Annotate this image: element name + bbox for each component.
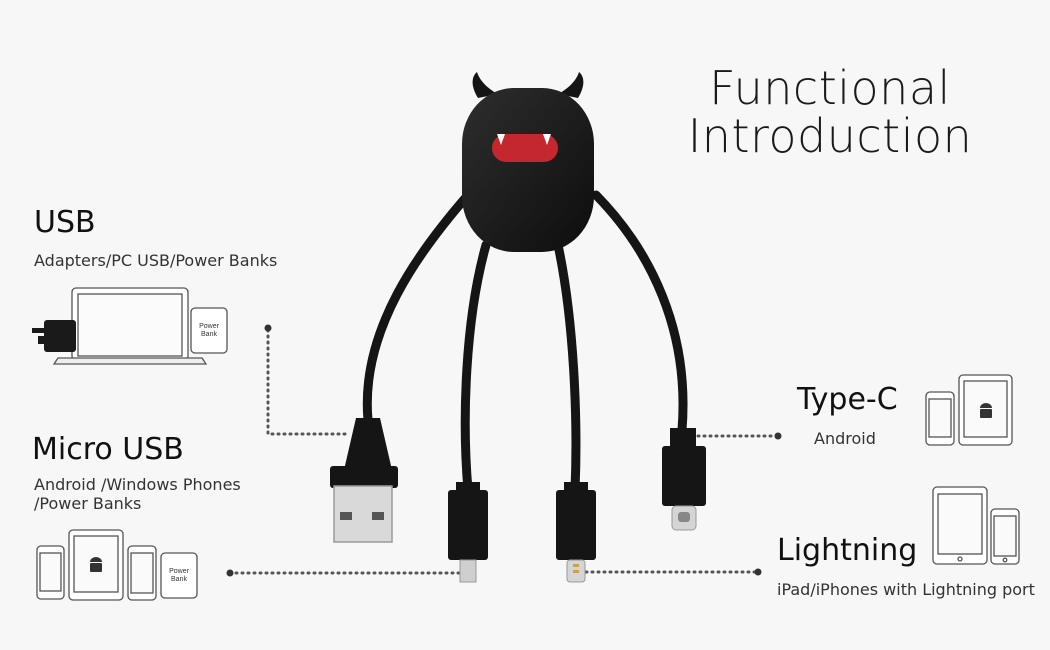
micro-usb-cable (460, 240, 491, 495)
usb-cable (362, 190, 473, 425)
wall-adapter-icon (32, 320, 76, 352)
phone-icon (127, 545, 157, 601)
lightning-description: iPad/iPhones with Lightning port (777, 580, 1035, 599)
usb-connector-dot (264, 324, 272, 332)
usb-heading: USB (34, 205, 96, 240)
micro-usb-heading: Micro USB (32, 432, 184, 467)
phone-icon (36, 545, 65, 600)
micro-usb-description-line-1: Android /Windows Phones (34, 475, 241, 494)
type-c-description: Android (814, 429, 876, 448)
cables (362, 190, 688, 495)
power-bank-label-usb-1: Power (199, 323, 219, 330)
usb-plug-icon (330, 418, 398, 543)
lightning-plug-icon (556, 482, 596, 583)
lightning-connector-dot (754, 568, 762, 576)
power-bank-icon (160, 552, 198, 599)
laptop-icon (52, 287, 208, 365)
android-icon (980, 403, 992, 418)
power-bank-label-usb-2: Bank (201, 331, 217, 338)
devil-mascot-icon (462, 72, 594, 252)
power-bank-label-usb: Power Bank (191, 323, 227, 339)
usb-connector-line (266, 328, 350, 436)
type-c-plug-icon (662, 428, 706, 531)
lightning-cable (553, 240, 581, 495)
type-c-heading: Type-C (797, 382, 898, 417)
power-bank-label-micro-usb-1: Power (169, 568, 189, 575)
micro-usb-plug-icon (448, 482, 488, 583)
usb-description: Adapters/PC USB/Power Banks (34, 251, 278, 270)
android-icon (90, 557, 102, 572)
micro-usb-connector-dot (226, 569, 234, 577)
type-c-cable (591, 190, 688, 435)
mascot-mouth (492, 134, 558, 162)
type-c-connector-dot (774, 432, 782, 440)
lightning-heading: Lightning (777, 533, 918, 568)
power-bank-label-micro-usb-2: Bank (171, 576, 187, 583)
page-title: Functional Introduction (680, 64, 980, 160)
phone-icon (925, 391, 955, 446)
power-bank-label-micro-usb: Power Bank (161, 568, 197, 584)
micro-usb-description-line-2: /Power Banks (34, 494, 142, 513)
phone-icon (990, 508, 1020, 565)
title-line-1: Functional (709, 61, 951, 115)
title-line-2: Introduction (687, 109, 973, 163)
tablet-icon (932, 486, 988, 565)
power-bank-icon (190, 307, 228, 354)
